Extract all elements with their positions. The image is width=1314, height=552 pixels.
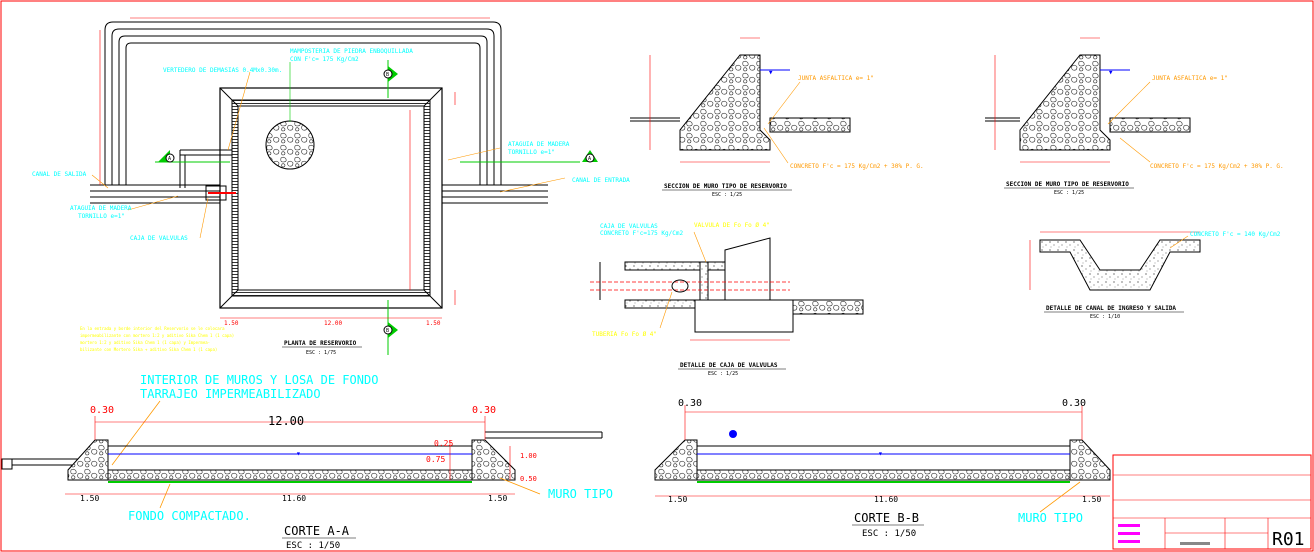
canal-concreto: CONCRETO F'c = 140 Kg/Cm2 bbox=[1190, 231, 1281, 238]
svg-text:▾: ▾ bbox=[1108, 68, 1113, 78]
stone-circle bbox=[265, 120, 315, 170]
label-mamposteria-1: MAMPOSTERIA DE PIEDRA ENBOQUILLADA bbox=[290, 48, 413, 55]
section1-title: SECCION DE MURO TIPO DE RESERVORIO bbox=[664, 183, 787, 190]
label-ataguia-entrada-1: ATAGUIA DE MADERA bbox=[508, 141, 570, 148]
svg-text:▾: ▾ bbox=[878, 449, 883, 458]
section-marker-a-left: A bbox=[158, 150, 175, 163]
section2-concreto: CONCRETO F'c = 175 Kg/Cm2 + 30% P. G. bbox=[1150, 163, 1284, 170]
section1-concreto: CONCRETO F'c = 175 Kg/Cm2 + 30% P. G. bbox=[790, 163, 924, 170]
wall-section-1: ▾ JUNTA ASFALTICA e= 1" CONCRETO F'c = 1… bbox=[630, 37, 924, 198]
corte-b-dim-030-left: 0.30 bbox=[678, 398, 702, 409]
corte-a-interior-1: INTERIOR DE MUROS Y LOSA DE FONDO bbox=[140, 373, 378, 387]
section-marker-b-top: B bbox=[383, 66, 398, 82]
title-block: R01 bbox=[1112, 454, 1312, 550]
section1-junta: JUNTA ASFALTICA e= 1" bbox=[798, 75, 874, 82]
plan-notes: En la entrada y borde interior del Reser… bbox=[80, 326, 234, 352]
valve-box-detail: CAJA DE VALVULAS CONCRETO F'c=175 Kg/Cm2… bbox=[590, 222, 864, 377]
corte-b-dim-030-right: 0.30 bbox=[1062, 398, 1086, 409]
corte-b-scale: ESC : 1/50 bbox=[862, 529, 916, 539]
titleblock-code: R01 bbox=[1272, 529, 1305, 550]
svg-text:12.00: 12.00 bbox=[324, 320, 342, 327]
corte-a-dim-030-left: 0.30 bbox=[90, 405, 114, 416]
caja-valvula: VALVULA DE Fo Fo Ø 4" bbox=[694, 222, 770, 229]
canal-title: DETALLE DE CANAL DE INGRESO Y SALIDA bbox=[1046, 305, 1176, 312]
corte-a-dim-050: 0.50 bbox=[520, 475, 537, 483]
svg-text:En la entrada y borde interior: En la entrada y borde interior del Reser… bbox=[80, 326, 225, 331]
canal-detail: CONCRETO F'c = 140 Kg/Cm2 DETALLE DE CAN… bbox=[1029, 231, 1281, 320]
svg-text:A: A bbox=[168, 156, 171, 162]
corte-a-dim-025: 0.25 bbox=[434, 439, 453, 448]
wall-section-2: ▾ JUNTA ASFALTICA e= 1" CONCRETO F'c = 1… bbox=[985, 37, 1284, 196]
section1-scale: ESC : 1/25 bbox=[712, 192, 742, 198]
corte-a-interior-2: TARRAJEO IMPERMEABILIZADO bbox=[140, 387, 321, 401]
plan-title: PLANTA DE RESERVORIO bbox=[284, 340, 357, 347]
canal-scale: ESC : 1/10 bbox=[1090, 314, 1120, 320]
caja-title: DETALLE DE CAJA DE VALVULAS bbox=[680, 362, 778, 369]
corte-a-dim-100: 1.00 bbox=[520, 452, 537, 460]
caja-label-1: CAJA DE VALVULAS bbox=[600, 223, 658, 230]
corte-a-dim-030-right: 0.30 bbox=[472, 405, 496, 416]
svg-text:1.50: 1.50 bbox=[426, 320, 441, 327]
corte-a-fondo: FONDO COMPACTADO. bbox=[128, 509, 251, 523]
corte-a-muro-tipo: MURO TIPO bbox=[548, 487, 613, 501]
corte-a-title: CORTE A-A bbox=[284, 524, 350, 538]
svg-text:▾: ▾ bbox=[296, 449, 301, 458]
label-ataguia-salida-1: ATAGUIA DE MADERA bbox=[70, 205, 132, 212]
svg-text:mortero 1:2 y aditivo Sika Che: mortero 1:2 y aditivo Sika Chem 1 (1 cap… bbox=[80, 340, 210, 345]
corte-b-dim-1160: 11.60 bbox=[874, 495, 898, 504]
corte-b-title: CORTE B-B bbox=[854, 511, 919, 525]
corte-b-muro-tipo: MURO TIPO bbox=[1018, 511, 1083, 525]
label-mamposteria-2: CON F'c= 175 Kg/Cm2 bbox=[290, 56, 359, 63]
corte-a-a: INTERIOR DE MUROS Y LOSA DE FONDO TARRAJ… bbox=[1, 373, 613, 551]
corte-a-dim-150-right: 1.50 bbox=[488, 494, 507, 503]
corte-a-scale: ESC : 1/50 bbox=[286, 541, 340, 551]
corte-a-dim-1160: 11.60 bbox=[282, 494, 306, 503]
caja-tuberia: TUBERIA Fo Fo Ø 4" bbox=[592, 331, 657, 338]
corte-a-dim-150-left: 1.50 bbox=[80, 494, 99, 503]
svg-text:1.50: 1.50 bbox=[224, 320, 239, 327]
svg-text:bilizante con Mortero Sika + a: bilizante con Mortero Sika + aditivo Sik… bbox=[80, 347, 217, 352]
corte-b-dim-150-left: 1.50 bbox=[668, 495, 687, 504]
plan-scale: ESC : 1/75 bbox=[306, 350, 336, 356]
label-canal-entrada: CANAL DE ENTRADA bbox=[572, 177, 630, 184]
svg-text:impermeabilizante con mortero: impermeabilizante con mortero 1:2 y adit… bbox=[80, 333, 234, 338]
label-ataguia-entrada-2: TORNILLO e=1" bbox=[508, 149, 555, 156]
corte-a-dim-075: 0.75 bbox=[426, 455, 445, 464]
section2-junta: JUNTA ASFALTICA e= 1" bbox=[1152, 75, 1228, 82]
section-marker-b-bottom: B bbox=[383, 322, 398, 338]
section-marker-a-right: A bbox=[582, 150, 598, 163]
label-canal-salida: CANAL DE SALIDA bbox=[32, 171, 87, 178]
section2-scale: ESC : 1/25 bbox=[1054, 190, 1084, 196]
label-vertedero: VERTEDERO DE DEMASIAS 0.4Mx0.30m. bbox=[163, 67, 282, 74]
label-caja-valvulas: CAJA DE VALVULAS bbox=[130, 235, 188, 242]
label-ataguia-salida-2: TORNILLO e=1" bbox=[78, 213, 125, 220]
svg-text:▾: ▾ bbox=[768, 68, 773, 78]
svg-text:A: A bbox=[588, 156, 591, 162]
corte-b-dim-150-right: 1.50 bbox=[1082, 495, 1101, 504]
caja-scale: ESC : 1/25 bbox=[708, 371, 738, 377]
section2-title: SECCION DE MURO TIPO DE RESERVORIO bbox=[1006, 181, 1129, 188]
plan-view: A A B B 1.50 12.00 1.50 bbox=[32, 17, 630, 356]
corte-b-b: ▾ 0.30 0.30 1.50 11.60 1.50 MURO TIPO CO… bbox=[654, 398, 1111, 539]
caja-label-2: CONCRETO F'c=175 Kg/Cm2 bbox=[600, 230, 683, 237]
svg-text:B: B bbox=[386, 328, 389, 334]
corte-a-dim-1200: 12.00 bbox=[268, 414, 304, 428]
svg-text:B: B bbox=[386, 72, 389, 78]
